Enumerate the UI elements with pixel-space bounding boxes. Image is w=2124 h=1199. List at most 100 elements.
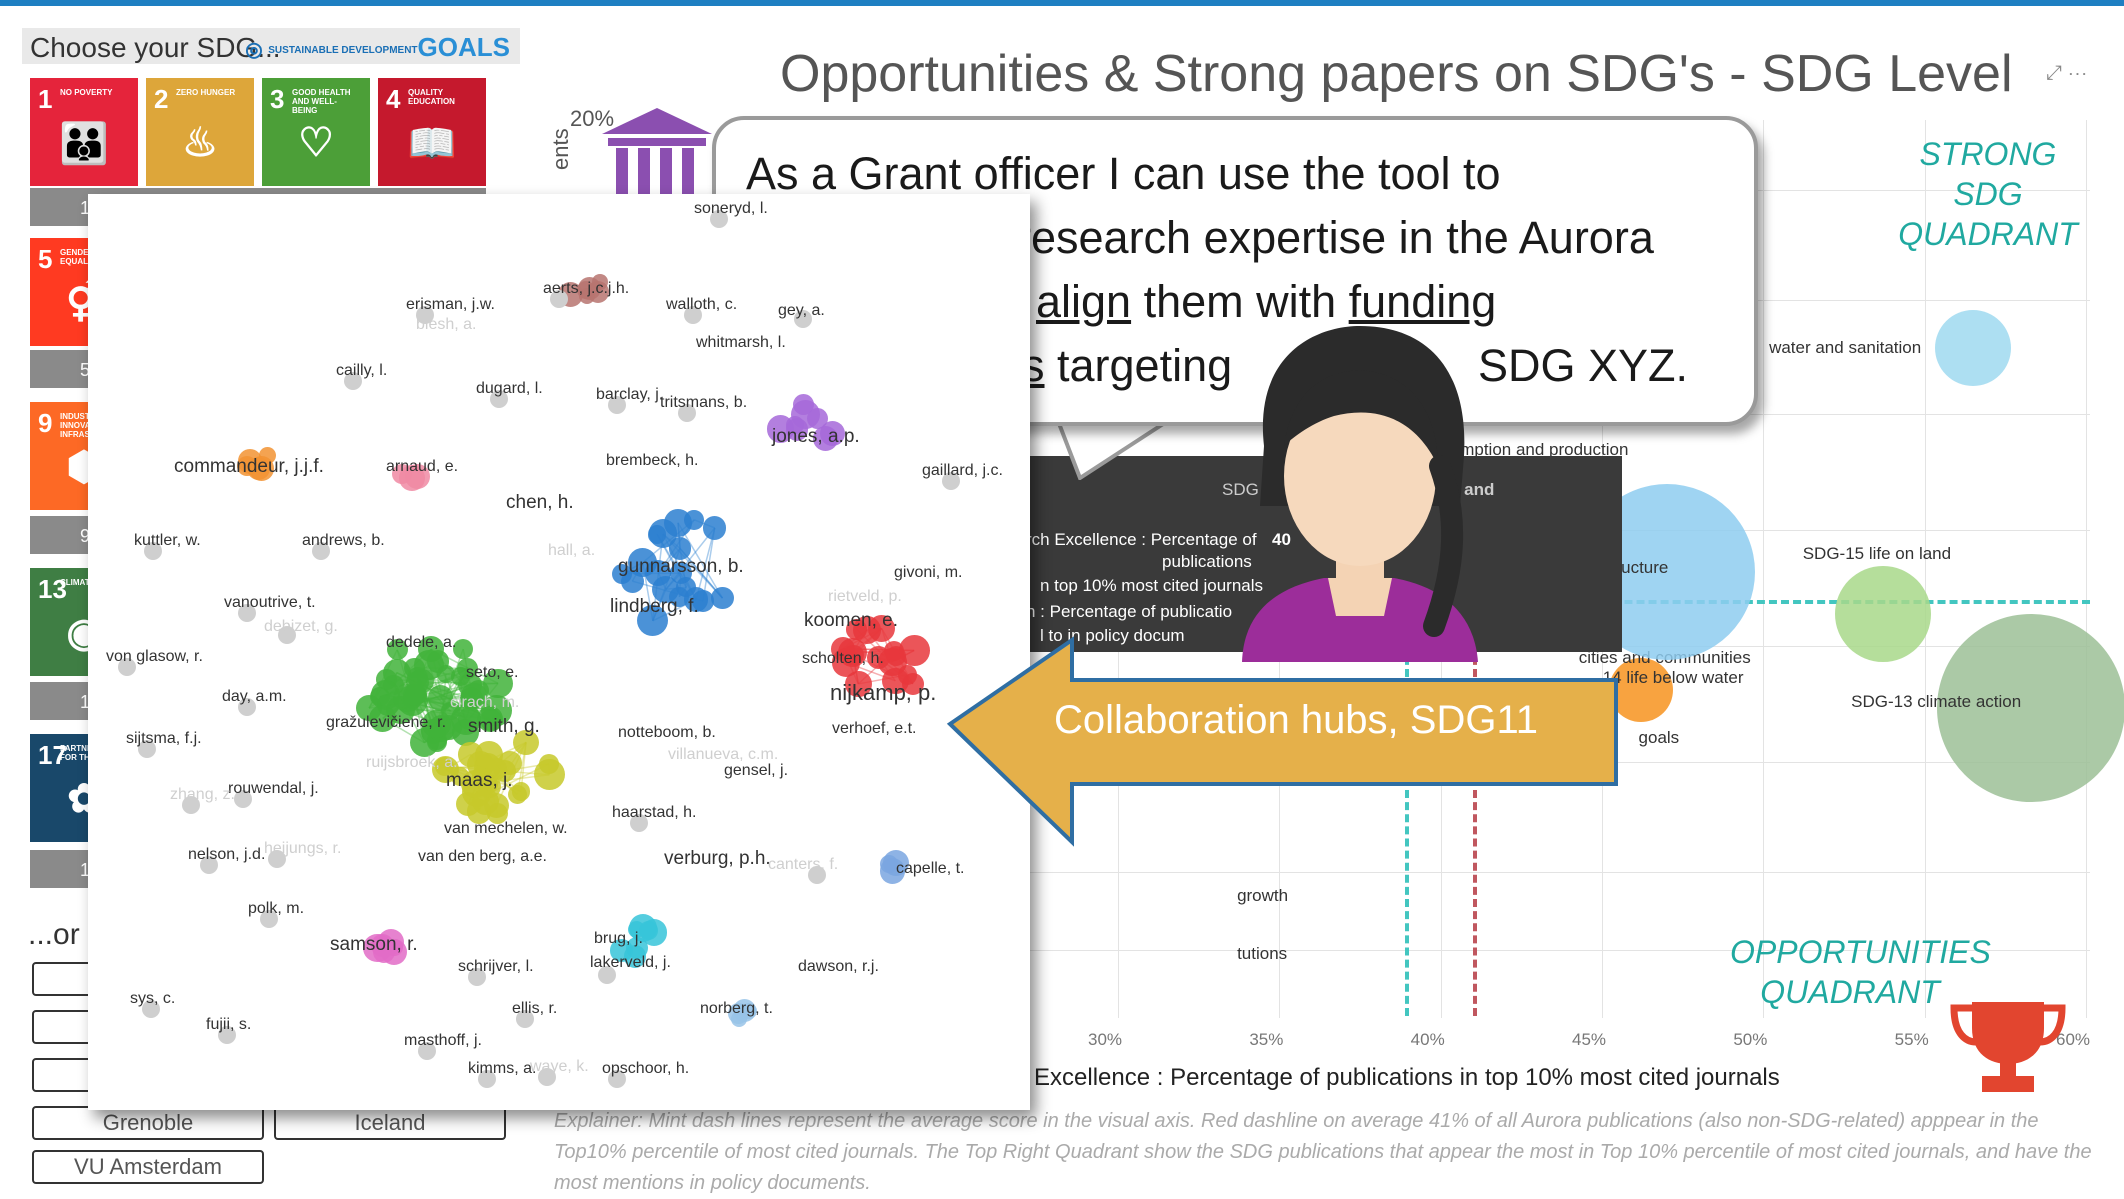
network-author-label[interactable]: vanoutrive, t.	[224, 594, 316, 612]
network-author-label[interactable]: tritsmans, b.	[660, 394, 747, 412]
network-author-label[interactable]: hall, a.	[548, 542, 595, 560]
network-author-label[interactable]: whitmarsh, l.	[696, 334, 786, 352]
sdg-tile-label: ZERO HUNGER	[176, 88, 246, 97]
network-author-label[interactable]: masthoff, j.	[404, 1032, 482, 1050]
network-author-label[interactable]: capelle, t.	[896, 860, 964, 878]
network-author-label[interactable]: haarstad, h.	[612, 804, 697, 822]
network-author-label[interactable]: andrews, b.	[302, 532, 385, 550]
callout-text: Collaboration hubs, SDG11	[1054, 698, 1538, 743]
network-node[interactable]	[648, 525, 667, 544]
network-author-label[interactable]: van den berg, a.e.	[418, 848, 547, 866]
network-author-label[interactable]: scholten, h.	[802, 650, 884, 668]
network-author-label[interactable]: verburg, p.h.	[664, 848, 771, 870]
city-button-grenoble[interactable]: Grenoble	[32, 1106, 264, 1140]
network-author-label[interactable]: walloth, c.	[666, 296, 737, 314]
city-button-iceland[interactable]: Iceland	[274, 1106, 506, 1140]
network-author-label[interactable]: lakerveld, j.	[590, 954, 671, 972]
network-author-label[interactable]: brembeck, h.	[606, 452, 698, 470]
network-author-label[interactable]: jones, a.p.	[772, 426, 860, 448]
network-author-label[interactable]: opschoor, h.	[602, 1060, 689, 1078]
network-author-label[interactable]: gey, a.	[778, 302, 825, 320]
network-author-label[interactable]: aerts, j.c.j.h.	[543, 280, 629, 298]
coauthor-network-map[interactable]: soneryd, l. aerts, j.c.j.h. erisman, j.w. w…	[88, 194, 1030, 1110]
network-author-label[interactable]: sys, c.	[130, 990, 175, 1008]
city-button-vu-amsterdam[interactable]: VU Amsterdam	[32, 1150, 264, 1184]
network-author-label[interactable]: cailly, l.	[336, 362, 387, 380]
network-author-label[interactable]: arnaud, e.	[386, 458, 458, 476]
network-author-label[interactable]: lindberg, f.	[610, 596, 699, 618]
network-author-label[interactable]: waye, k.	[530, 1058, 589, 1076]
network-node[interactable]	[684, 510, 704, 530]
family-icon: 👪	[30, 120, 138, 167]
network-author-label[interactable]: gražulevičiene, r.	[326, 714, 446, 732]
x-axis-label: Excellence : Percentage of publications …	[1034, 1064, 1780, 1092]
network-author-label[interactable]: day, a.m.	[222, 688, 287, 706]
network-author-label[interactable]: smith, g.	[468, 716, 540, 738]
network-author-label[interactable]: blesh, a.	[416, 316, 476, 334]
network-node[interactable]	[406, 671, 429, 694]
network-author-label[interactable]: nijkamp, p.	[830, 680, 936, 706]
network-node[interactable]	[703, 516, 726, 539]
network-author-label[interactable]: ruijsbroek, a.	[366, 754, 458, 772]
network-author-label[interactable]: rouwendal, j.	[228, 780, 319, 798]
network-author-label[interactable]: canters, f.	[768, 856, 838, 874]
network-author-label[interactable]: sijtsma, f.j.	[126, 730, 202, 748]
sdg-tile-label: GOOD HEALTH AND WELL-BEING	[292, 88, 362, 115]
network-author-label[interactable]: kimms, a.	[468, 1060, 536, 1078]
network-author-label[interactable]: gaillard, j.c.	[922, 462, 1003, 480]
network-author-label[interactable]: rietveld, p.	[828, 588, 902, 606]
network-author-label[interactable]: dedele, a.	[386, 634, 456, 652]
network-author-label[interactable]: cirach, m.	[450, 694, 519, 712]
network-node[interactable]	[475, 741, 503, 769]
network-author-label[interactable]: notteboom, b.	[618, 724, 716, 742]
network-author-label[interactable]: fujii, s.	[206, 1016, 251, 1034]
network-author-label[interactable]: gensel, j.	[724, 762, 788, 780]
network-author-label[interactable]: polk, m.	[248, 900, 304, 918]
network-author-label[interactable]: brug, j.	[594, 930, 643, 948]
sdg-logo-big-text: GOALS	[418, 32, 510, 62]
network-node[interactable]	[534, 759, 565, 790]
speech-line-2: research expertise in the Aurora	[1016, 212, 1654, 264]
network-author-label[interactable]: nelson, j.d.	[188, 846, 265, 864]
x-axis-tick: 35%	[1249, 1030, 1283, 1050]
network-author-label[interactable]: koomen, e.	[804, 610, 898, 632]
network-node[interactable]	[711, 587, 733, 609]
speech-line-4-rest: targeting	[1045, 340, 1233, 391]
network-author-label[interactable]: barclay, j.	[596, 386, 663, 404]
network-author-label[interactable]: heijungs, r.	[264, 840, 341, 858]
network-author-label[interactable]: erisman, j.w.	[406, 296, 495, 314]
chart-bubble[interactable]	[1835, 566, 1931, 662]
network-author-label[interactable]: ellis, r.	[512, 1000, 557, 1018]
network-author-label[interactable]: norberg, t.	[700, 1000, 773, 1018]
network-author-label[interactable]: debizet, g.	[264, 618, 338, 636]
network-author-label[interactable]: gunnarsson, b.	[618, 556, 744, 578]
network-author-label[interactable]: van mechelen, w.	[444, 820, 568, 838]
chart-bubble-label: water and sanitation	[1769, 338, 1921, 358]
network-author-label[interactable]: verhoef, e.t.	[832, 720, 917, 738]
network-author-label[interactable]: givoni, m.	[894, 564, 962, 582]
strong-quadrant-line-2: QUADRANT	[1888, 214, 2088, 254]
network-author-label[interactable]: maas, j.	[446, 770, 513, 792]
network-author-label[interactable]: chen, h.	[506, 492, 574, 514]
network-author-label[interactable]: samson, r.	[330, 934, 418, 956]
network-author-label[interactable]: kuttler, w.	[134, 532, 201, 550]
chart-title: Opportunities & Strong papers on SDG's -…	[780, 44, 2013, 104]
network-author-label[interactable]: soneryd, l.	[694, 200, 768, 218]
network-author-label[interactable]: schrijver, l.	[458, 958, 534, 976]
grid-line-vertical	[1925, 120, 1926, 1018]
y-axis-label-fragment: ents	[548, 128, 574, 170]
network-author-label[interactable]: von glasow, r.	[106, 648, 203, 666]
network-author-label[interactable]: dawson, r.j.	[798, 958, 879, 976]
focus-mode-icon[interactable]: ⤢ ⋯	[2046, 62, 2088, 85]
network-author-label[interactable]: dugard, l.	[476, 380, 543, 398]
network-node[interactable]	[899, 635, 930, 666]
network-author-label[interactable]: commandeur, j.j.f.	[174, 456, 324, 478]
network-author-label[interactable]: zhang, z.	[170, 786, 235, 804]
network-author-label[interactable]: seto, e.	[466, 664, 518, 682]
sdg-tile-label: QUALITY EDUCATION	[408, 88, 478, 106]
chart-bubble[interactable]	[1935, 310, 2011, 386]
